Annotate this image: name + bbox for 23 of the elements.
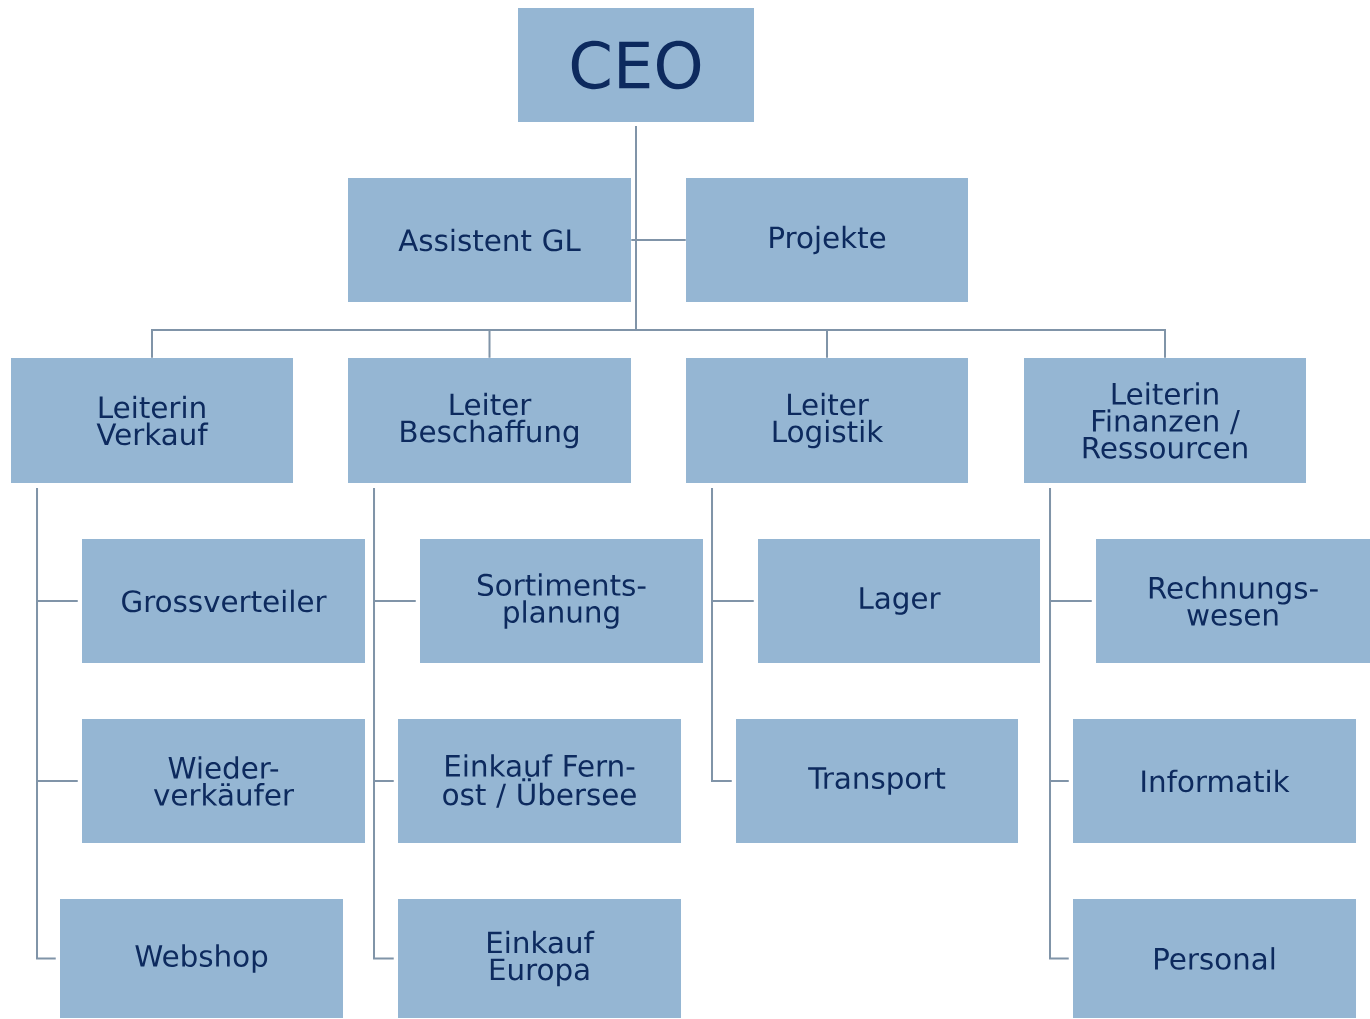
connector-line bbox=[1049, 487, 1070, 960]
org-box: Assistent GL bbox=[348, 178, 631, 302]
org-box: Projekte bbox=[686, 178, 968, 302]
org-box: Personal bbox=[1073, 899, 1356, 1018]
connector-line bbox=[373, 487, 395, 960]
org-box: Grossverteiler bbox=[82, 539, 365, 663]
org-box: Leiterin Finanzen / Ressourcen bbox=[1024, 358, 1306, 483]
org-box: Leiter Logistik bbox=[686, 358, 968, 483]
org-box: Informatik bbox=[1073, 719, 1356, 843]
org-box: Rechnungs- wesen bbox=[1096, 539, 1370, 663]
org-box: Transport bbox=[736, 719, 1018, 843]
org-box: Lager bbox=[758, 539, 1040, 663]
org-box: Leiterin Verkauf bbox=[11, 358, 293, 483]
org-box: Einkauf Europa bbox=[398, 899, 681, 1018]
org-box: Webshop bbox=[60, 899, 343, 1018]
org-box: Einkauf Fern- ost / Übersee bbox=[398, 719, 681, 843]
connector-line bbox=[711, 487, 733, 782]
title-box: CEO bbox=[518, 8, 754, 122]
connector-line bbox=[635, 125, 1166, 359]
connector-line bbox=[36, 487, 57, 960]
org-box: Wieder- verkäufer bbox=[82, 719, 365, 843]
org-box: Leiter Beschaffung bbox=[348, 358, 631, 483]
org-box: Sortiments- planung bbox=[420, 539, 703, 663]
